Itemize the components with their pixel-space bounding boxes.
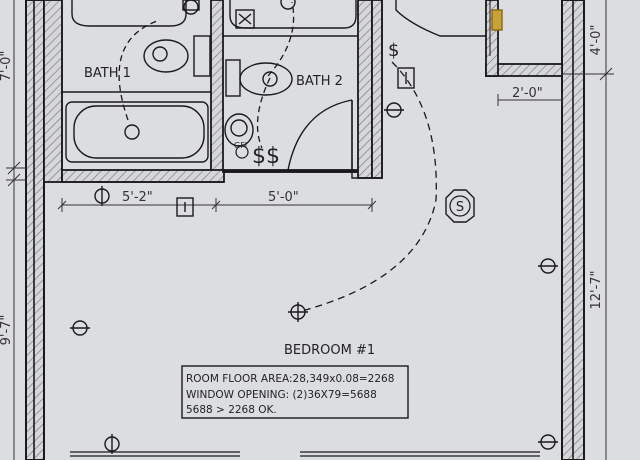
- outlet-symbol: [384, 102, 404, 118]
- bath2-switch-arc-2: [256, 77, 271, 149]
- dim-9-7: 9'-7": [0, 315, 14, 346]
- bath2-door: [287, 99, 353, 171]
- outlet-symbol: [70, 320, 90, 336]
- outlets: [70, 67, 558, 454]
- note-window-opening: WINDOW OPENING: (2)36X79=5688: [186, 389, 377, 401]
- room-label-bath1: BATH 1: [84, 66, 131, 81]
- svg-text:GFI: GFI: [234, 141, 247, 150]
- closet: [395, 0, 503, 56]
- bath2-switch-arc: [267, 1, 295, 77]
- room-label-bedroom: BEDROOM #1: [284, 343, 375, 358]
- exterior-wall-lines: [33, 0, 574, 460]
- area-notes-box: ROOM FLOOR AREA:28,349x0.08=2268 WINDOW …: [181, 365, 409, 419]
- dim-2-0: 2'-0": [512, 86, 543, 101]
- dim-7-0: 7'-0": [0, 51, 14, 82]
- dimension-lines: [6, 0, 614, 460]
- switch-symbol-single: $: [388, 40, 399, 61]
- bedroom-switch-arc: [297, 61, 437, 313]
- outlet-symbol: [104, 434, 120, 454]
- bath1-fixtures: [65, 0, 211, 163]
- outlet-symbol: [538, 434, 558, 450]
- gfi-outlet: GFI: [234, 141, 249, 159]
- light-fixture-symbol: [288, 302, 308, 322]
- dim-5-2: 5'-2": [122, 190, 153, 205]
- interior-walls: [43, 0, 563, 183]
- svg-text:S: S: [456, 200, 464, 215]
- dim-4-0: 4'-0": [589, 25, 604, 56]
- note-compliance: 5688 > 2268 OK.: [186, 404, 277, 416]
- room-label-bath2: BATH 2: [296, 74, 343, 89]
- outlet-symbol: [538, 258, 558, 274]
- outlet-symbol: [94, 186, 110, 206]
- bath2-fixtures: [224, 0, 357, 147]
- dim-12-7: 12'-7": [589, 270, 604, 309]
- note-floor-area: ROOM FLOOR AREA:28,349x0.08=2268: [186, 373, 394, 385]
- smoke-detector-symbol: S: [445, 189, 475, 223]
- dim-5-0: 5'-0": [268, 190, 299, 205]
- switch-symbol-double: $$: [252, 144, 280, 169]
- bottom-windows: [70, 451, 540, 457]
